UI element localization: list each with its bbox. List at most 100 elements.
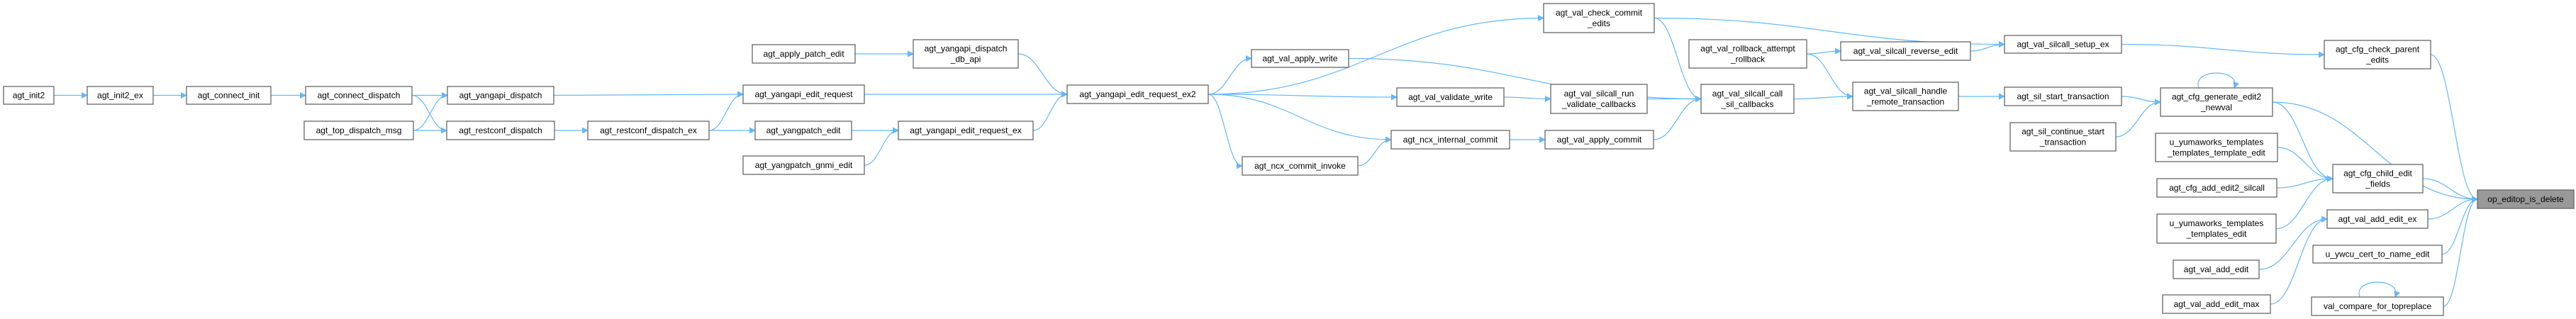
- node-op_editop_is_delete[interactable]: op_editop_is_delete: [2477, 189, 2575, 209]
- node-box[interactable]: [1251, 49, 1349, 68]
- node-box[interactable]: [2156, 213, 2277, 244]
- node-box[interactable]: [2009, 122, 2117, 152]
- node-box[interactable]: [1700, 84, 1795, 114]
- node-agt_yangapi_dispatch[interactable]: agt_yangapi_dispatch: [447, 86, 554, 105]
- node-agt_top_dispatch_msg[interactable]: agt_top_dispatch_msg: [303, 121, 414, 140]
- node-box[interactable]: [1688, 39, 1807, 69]
- node-box[interactable]: [1550, 84, 1648, 114]
- node-box[interactable]: [1242, 156, 1359, 176]
- node-box[interactable]: [587, 121, 710, 140]
- node-agt_init2[interactable]: agt_init2: [3, 86, 55, 105]
- node-box[interactable]: [1543, 3, 1655, 33]
- node-agt_val_apply_commit[interactable]: agt_val_apply_commit: [1544, 130, 1654, 150]
- edge-agt_top_dispatch_msg-to-agt_yangapi_dispatch: [413, 92, 448, 131]
- node-agt_yangapi_edit_request[interactable]: agt_yangapi_edit_request: [742, 84, 865, 104]
- node-agt_sil_continue_start_transaction[interactable]: agt_sil_continue_start_transaction: [2009, 122, 2117, 152]
- node-box[interactable]: [2162, 294, 2271, 314]
- node-box[interactable]: [2155, 133, 2278, 162]
- node-agt_val_silcall_call_sil_callbacks[interactable]: agt_val_silcall_call_sil_callbacks: [1700, 84, 1795, 114]
- node-label: agt_val_add_edit_max: [2174, 299, 2260, 309]
- node-agt_connect_init[interactable]: agt_connect_init: [186, 86, 272, 105]
- node-box[interactable]: [1840, 41, 1971, 61]
- node-agt_restconf_dispatch_ex[interactable]: agt_restconf_dispatch_ex: [587, 121, 710, 140]
- node-box[interactable]: [2173, 259, 2260, 279]
- node-box[interactable]: [3, 86, 55, 105]
- node-label: agt_top_dispatch_msg: [316, 125, 402, 135]
- node-agt_cfg_check_parent_edits[interactable]: agt_cfg_check_parent_edits: [2324, 40, 2431, 69]
- node-agt_restconf_dispatch[interactable]: agt_restconf_dispatch: [446, 121, 555, 140]
- node-box[interactable]: [303, 121, 414, 140]
- node-agt_ncx_commit_invoke[interactable]: agt_ncx_commit_invoke: [1242, 156, 1359, 176]
- node-agt_val_silcall_run_validate_callbacks[interactable]: agt_val_silcall_run_validate_callbacks: [1550, 84, 1648, 114]
- node-box[interactable]: [742, 84, 865, 104]
- node-agt_val_silcall_setup_ex[interactable]: agt_val_silcall_setup_ex: [2004, 35, 2122, 54]
- node-box[interactable]: [447, 86, 554, 105]
- node-agt_apply_patch_edit[interactable]: agt_apply_patch_edit: [752, 44, 856, 64]
- node-label: agt_init2_ex: [97, 91, 143, 101]
- node-box[interactable]: [2326, 209, 2429, 229]
- node-agt_cfg_child_edit_fields[interactable]: agt_cfg_child_edit_fields: [2332, 164, 2424, 194]
- node-u_yumaworks_templates_templates_template_edit[interactable]: u_yumaworks_templates_templates_template…: [2155, 133, 2278, 162]
- node-agt_val_silcall_handle_remote_transaction[interactable]: agt_val_silcall_handle_remote_transactio…: [1852, 82, 1959, 111]
- node-box[interactable]: [1396, 87, 1505, 107]
- node-agt_cfg_add_edit2_silcall[interactable]: agt_cfg_add_edit2_silcall: [2156, 178, 2277, 198]
- node-box[interactable]: [1544, 130, 1654, 150]
- node-label: agt_cfg_generate_edit2: [2172, 92, 2261, 102]
- edge-agt_yangapi_dispatch-to-agt_yangapi_edit_request: [553, 91, 744, 98]
- node-agt_yangapi_edit_request_ex2[interactable]: agt_yangapi_edit_request_ex2: [1066, 84, 1209, 104]
- node-agt_yangpatch_edit[interactable]: agt_yangpatch_edit: [754, 121, 852, 140]
- node-agt_yangapi_edit_request_ex[interactable]: agt_yangapi_edit_request_ex: [898, 121, 1034, 140]
- node-box[interactable]: [2160, 87, 2273, 117]
- node-agt_sil_start_transaction[interactable]: agt_sil_start_transaction: [2004, 86, 2122, 106]
- node-val_compare_for_topreplace[interactable]: val_compare_for_topreplace: [2311, 296, 2444, 316]
- node-agt_val_add_edit_ex[interactable]: agt_val_add_edit_ex: [2326, 209, 2429, 229]
- node-label: agt_yangapi_edit_request_ex2: [1079, 89, 1195, 99]
- node-u_yumaworks_templates_templates_edit[interactable]: u_yumaworks_templates_templates_edit: [2156, 213, 2277, 244]
- node-agt_val_add_edit_max[interactable]: agt_val_add_edit_max: [2162, 294, 2271, 314]
- node-agt_init2_ex[interactable]: agt_init2_ex: [87, 86, 154, 105]
- node-box[interactable]: [2312, 245, 2443, 264]
- edge-agt_yangapi_dispatch_db_api-to-agt_yangapi_edit_request_ex2: [1017, 53, 1068, 98]
- node-label: agt_val_add_edit: [2184, 264, 2249, 274]
- node-box[interactable]: [2156, 178, 2277, 198]
- node-box[interactable]: [446, 121, 555, 140]
- edge-agt_yangapi_edit_request_ex2-to-agt_val_validate_write: [1208, 94, 1398, 101]
- node-box[interactable]: [1390, 130, 1510, 150]
- node-box[interactable]: [754, 121, 852, 140]
- node-agt_yangapi_dispatch_db_api[interactable]: agt_yangapi_dispatch_db_api: [913, 39, 1019, 69]
- node-agt_val_add_edit[interactable]: agt_val_add_edit: [2173, 259, 2260, 279]
- node-agt_cfg_generate_edit2_newval[interactable]: agt_cfg_generate_edit2_newval: [2160, 87, 2273, 117]
- node-agt_val_validate_write[interactable]: agt_val_validate_write: [1396, 87, 1505, 107]
- node-box[interactable]: [305, 86, 413, 105]
- node-box[interactable]: [186, 86, 272, 105]
- node-agt_val_silcall_reverse_edit[interactable]: agt_val_silcall_reverse_edit: [1840, 41, 1971, 61]
- node-box[interactable]: [2004, 86, 2122, 106]
- edge-agt_val_check_commit_edits-to-agt_val_silcall_call_sil_callbacks: [1654, 17, 1702, 102]
- node-box[interactable]: [87, 86, 154, 105]
- node-box[interactable]: [2324, 40, 2431, 69]
- node-box[interactable]: [2004, 35, 2122, 54]
- node-label: agt_yangapi_dispatch: [925, 44, 1008, 54]
- node-box[interactable]: [752, 44, 856, 64]
- node-label: agt_sil_continue_start: [2022, 127, 2104, 137]
- node-box[interactable]: [1066, 84, 1209, 104]
- node-agt_val_rollback_attempt_rollback[interactable]: agt_val_rollback_attempt_rollback: [1688, 39, 1807, 69]
- node-label: _sil_callbacks: [1720, 99, 1773, 109]
- edge-agt_cfg_child_edit_fields-to-op_editop_is_delete: [2422, 178, 2478, 203]
- node-box[interactable]: [2332, 164, 2424, 194]
- node-box[interactable]: [2477, 189, 2575, 209]
- node-agt_ncx_internal_commit[interactable]: agt_ncx_internal_commit: [1390, 130, 1510, 150]
- node-agt_val_check_commit_edits[interactable]: agt_val_check_commit_edits: [1543, 3, 1655, 33]
- node-box[interactable]: [2311, 296, 2444, 316]
- node-box[interactable]: [742, 155, 865, 175]
- node-agt_val_apply_write[interactable]: agt_val_apply_write: [1251, 49, 1349, 68]
- node-label: u_yumaworks_templates: [2170, 138, 2264, 147]
- node-label: agt_val_rollback_attempt: [1700, 44, 1795, 54]
- node-agt_yangpatch_gnmi_edit[interactable]: agt_yangpatch_gnmi_edit: [742, 155, 865, 175]
- node-box[interactable]: [1852, 82, 1959, 111]
- node-u_ywcu_cert_to_name_edit[interactable]: u_ywcu_cert_to_name_edit: [2312, 245, 2443, 264]
- node-agt_connect_dispatch[interactable]: agt_connect_dispatch: [305, 86, 413, 105]
- edge-u_ywcu_cert_to_name_edit-to-op_editop_is_delete: [2441, 196, 2478, 255]
- node-box[interactable]: [913, 39, 1019, 69]
- node-box[interactable]: [898, 121, 1034, 140]
